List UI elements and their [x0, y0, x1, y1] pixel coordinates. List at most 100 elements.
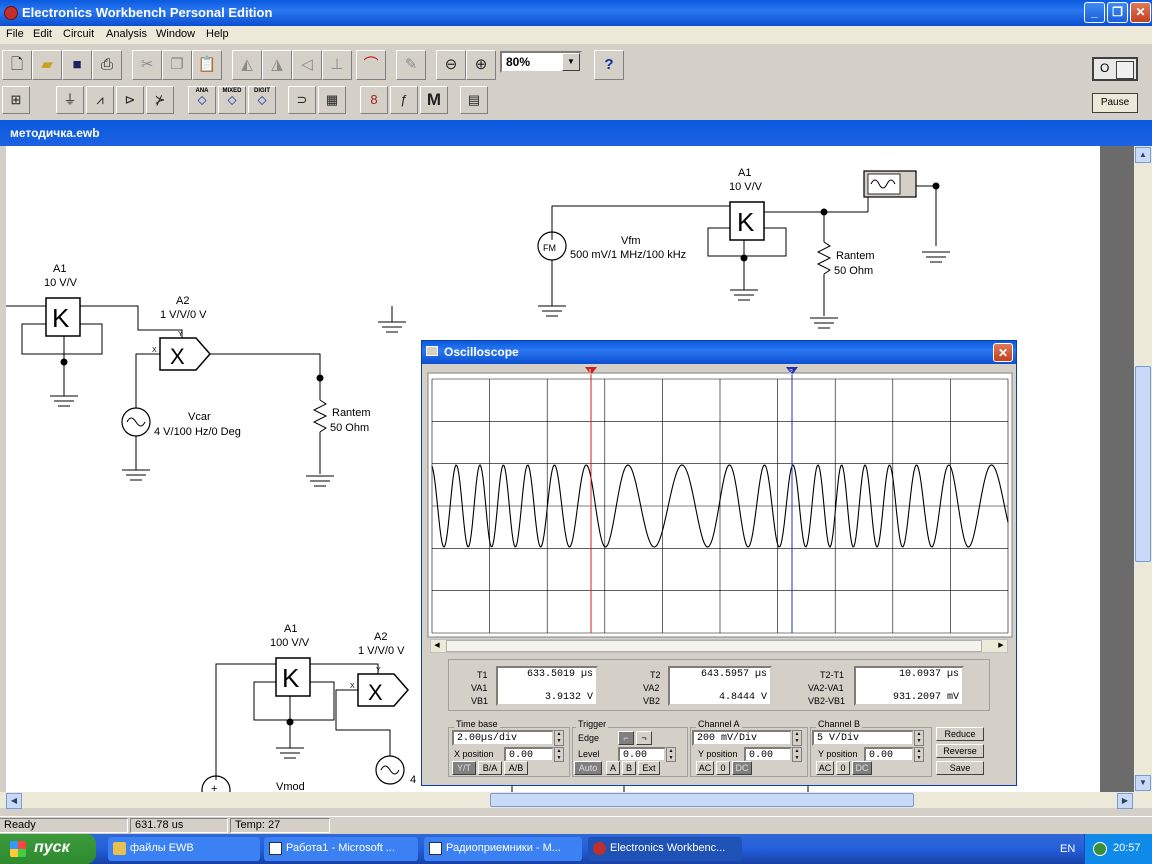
channel-a-ypos[interactable]: 0.00 [744, 747, 792, 762]
parts-bin-misc[interactable]: M [420, 86, 448, 114]
x-position-value[interactable]: 0.00 [504, 747, 554, 762]
parts-bin-favorites[interactable]: ⊞ [2, 86, 30, 114]
parts-bin-basic[interactable]: ⩘ [86, 86, 114, 114]
channel-a-dc-button[interactable]: DC [732, 761, 752, 775]
chevron-down-icon[interactable]: ▼ [562, 53, 580, 71]
cut-button[interactable]: ✂ [132, 50, 162, 80]
mode-ab-button[interactable]: A/B [504, 761, 528, 775]
parts-bin-digital-ic[interactable]: ▦ [318, 86, 346, 114]
start-button[interactable]: пуск [0, 834, 96, 864]
task-folder[interactable]: файлы EWB [108, 837, 260, 861]
scroll-right-icon[interactable]: ▶ [1117, 793, 1133, 809]
channel-b-scale[interactable]: 5 V/Div [812, 730, 914, 746]
level-spinner[interactable]: ▲▼ [666, 747, 676, 762]
vertical-scroll-thumb[interactable] [1135, 366, 1151, 562]
help-button[interactable]: ? [594, 50, 624, 80]
parts-bin-mixed[interactable]: MIXED⬦ [218, 86, 246, 114]
save-button[interactable]: ■ [62, 50, 92, 80]
edge-rising-button[interactable]: ⌐ [618, 731, 634, 745]
parts-bin-analog[interactable]: ANA⬦ [188, 86, 216, 114]
print-button[interactable]: ⎙ [92, 50, 122, 80]
mode-ba-button[interactable]: B/A [478, 761, 502, 775]
edge-falling-button[interactable]: ¬ [636, 731, 652, 745]
channel-b-dc-button[interactable]: DC [852, 761, 872, 775]
flip-horizontal-button[interactable]: ◮ [262, 50, 292, 80]
scroll-up-icon[interactable]: ▲ [1135, 147, 1151, 163]
copy-button[interactable]: ❐ [162, 50, 192, 80]
channel-b-scale-spinner[interactable]: ▲▼ [914, 730, 924, 746]
reduce-button[interactable]: Reduce [936, 727, 984, 741]
menu-analysis[interactable]: Analysis [106, 28, 147, 40]
trigger-auto-button[interactable]: Auto [574, 761, 602, 775]
task-ewb[interactable]: Electronics Workbenc... [588, 837, 742, 861]
minimize-button[interactable]: _ [1084, 2, 1105, 23]
power-switch[interactable]: O [1092, 57, 1138, 81]
amp-a1-body[interactable] [729, 201, 765, 241]
save-data-button[interactable]: Save [936, 761, 984, 775]
trigger-a-button[interactable]: A [606, 761, 620, 775]
zoom-in-button[interactable]: ⊕ [466, 50, 496, 80]
mod-source[interactable] [201, 775, 231, 792]
level-value[interactable]: 0.00 [618, 747, 666, 762]
cursor-1-handle[interactable] [585, 367, 597, 375]
mod-carrier-source[interactable] [375, 755, 405, 785]
parts-bin-indicators[interactable]: 8 [360, 86, 388, 114]
menu-file[interactable]: File [6, 28, 24, 40]
flip-vertical-button[interactable]: ◁ [292, 50, 322, 80]
channel-a-ypos-spinner[interactable]: ▲▼ [792, 747, 802, 762]
mod-amp-body[interactable] [275, 657, 311, 697]
parts-bin-digital[interactable]: DIGIT⬦ [248, 86, 276, 114]
channel-a-zero-button[interactable]: 0 [716, 761, 730, 775]
parts-bin-sources[interactable]: ⏚ [56, 86, 84, 114]
zoom-select[interactable]: 80% [500, 51, 582, 73]
trigger-b-button[interactable]: B [622, 761, 636, 775]
graph-button[interactable]: ⌒ [356, 50, 386, 80]
channel-b-ac-button[interactable]: AC [816, 761, 834, 775]
time-base-value[interactable]: 2.00µs/div [452, 730, 554, 746]
screen-scroll-right-icon[interactable]: ▶ [998, 642, 1004, 649]
channel-b-ypos-spinner[interactable]: ▲▼ [914, 747, 924, 762]
channel-b-zero-button[interactable]: 0 [836, 761, 850, 775]
oscilloscope-window[interactable]: Oscilloscope ✕ 1 2 ◀ ▶ T1 VA1 VB1 633.50… [421, 340, 1017, 786]
scroll-down-icon[interactable]: ▼ [1135, 775, 1151, 791]
horizontal-scroll-thumb[interactable] [490, 793, 914, 807]
mode-yt-button[interactable]: Y/T [452, 761, 476, 775]
parts-bin-transistors[interactable]: ⊁ [146, 86, 174, 114]
pause-button[interactable]: Pause [1092, 93, 1138, 113]
channel-a-scale[interactable]: 200 mV/Div [692, 730, 792, 746]
reverse-button[interactable]: Reverse [936, 744, 984, 758]
screen-scroll-left-icon[interactable]: ◀ [434, 642, 440, 649]
language-indicator[interactable]: EN [1060, 843, 1076, 855]
am-multiplier-body[interactable] [159, 337, 211, 371]
component-properties-button[interactable]: ✎ [396, 50, 426, 80]
channel-a-scale-spinner[interactable]: ▲▼ [792, 730, 802, 746]
x-position-spinner[interactable]: ▲▼ [554, 747, 564, 762]
oscilloscope-close-button[interactable]: ✕ [993, 343, 1013, 362]
menu-edit[interactable]: Edit [33, 28, 52, 40]
menu-window[interactable]: Window [156, 28, 196, 40]
channel-b-ypos[interactable]: 0.00 [864, 747, 914, 762]
parts-bin-diodes[interactable]: ⊳ [116, 86, 144, 114]
am-amp-body[interactable] [45, 297, 81, 337]
paste-button[interactable]: 📋 [192, 50, 222, 80]
open-button[interactable]: ▰ [32, 50, 62, 80]
trigger-ext-button[interactable]: Ext [638, 761, 660, 775]
screen-scroll-thumb[interactable] [446, 640, 982, 652]
task-word-1[interactable]: Работа1 - Microsoft ... [264, 837, 418, 861]
parts-bin-instruments[interactable]: ▤ [460, 86, 488, 114]
channel-a-ac-button[interactable]: AC [696, 761, 714, 775]
rotate-button[interactable]: ◭ [232, 50, 262, 80]
time-base-spinner[interactable]: ▲▼ [554, 730, 564, 746]
task-word-2[interactable]: Радиоприемники - M... [424, 837, 582, 861]
zoom-out-button[interactable]: ⊖ [436, 50, 466, 80]
subcircuit-button[interactable]: ⊥ [322, 50, 352, 80]
parts-bin-logic-gates[interactable]: ⊃ [288, 86, 316, 114]
menu-circuit[interactable]: Circuit [63, 28, 95, 40]
tray-icon[interactable] [1093, 842, 1107, 856]
maximize-button[interactable]: ❐ [1107, 2, 1128, 23]
parts-bin-controls[interactable]: ƒ [390, 86, 418, 114]
mod-multiplier-body[interactable] [357, 673, 409, 707]
close-button[interactable]: ✕ [1130, 2, 1151, 23]
menu-help[interactable]: Help [206, 28, 229, 40]
cursor-2-handle[interactable] [786, 367, 798, 375]
